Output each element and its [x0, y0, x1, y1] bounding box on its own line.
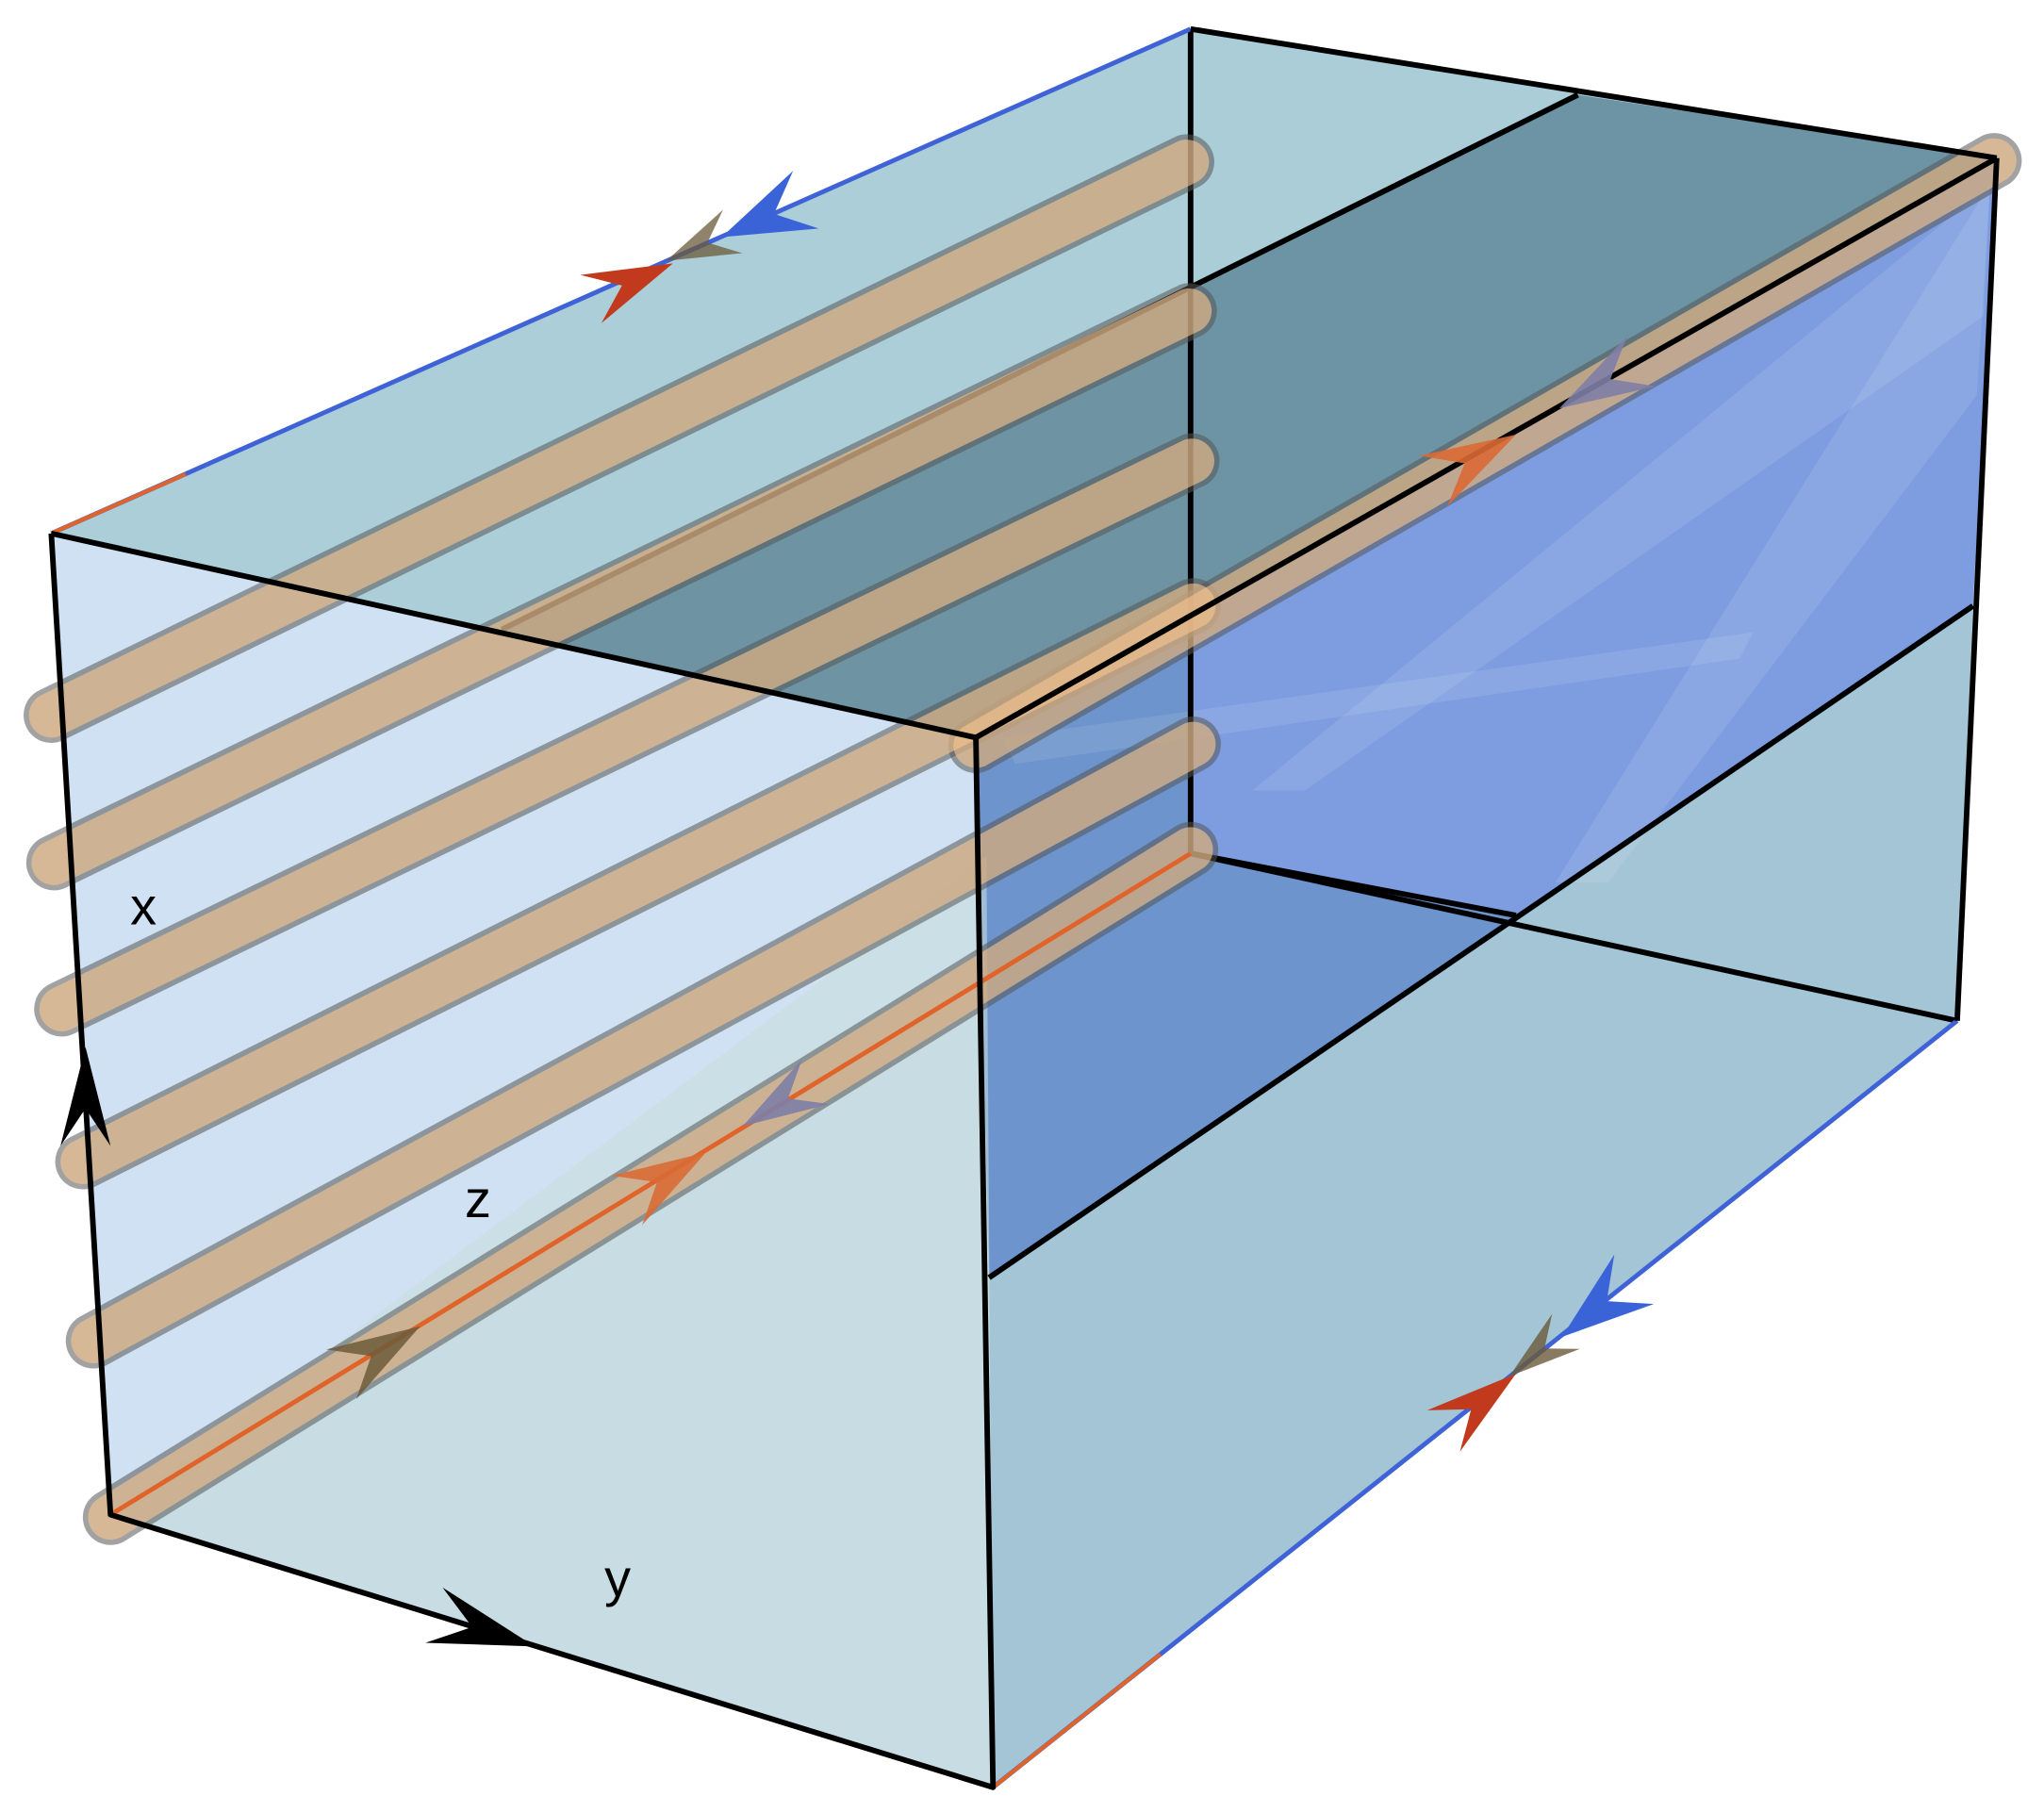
inner-edge-right-mid	[987, 603, 1975, 1280]
arrow-purple-top-right-icon	[1559, 336, 1657, 409]
arrow-brown-inner-icon	[326, 1326, 420, 1399]
tube	[28, 140, 1210, 738]
face-right-lower	[989, 605, 1973, 1788]
axis-label-y: y	[604, 1548, 631, 1607]
y-axis-arrow-icon	[425, 1587, 536, 1647]
edge-front-box	[48, 530, 997, 1790]
inner-edge-dark-bottom	[1190, 850, 1517, 918]
orange-line-inner	[108, 851, 1193, 1517]
red-line-top-left	[50, 472, 187, 536]
inner-dark-band	[502, 94, 1997, 738]
arrow-red-top-left-icon	[580, 263, 673, 323]
axis-label-x: x	[130, 877, 157, 936]
arrow-group	[60, 171, 1657, 1647]
arrow-brown-top-left-icon	[666, 209, 743, 261]
edge-top-back	[1190, 25, 1998, 161]
tube	[60, 583, 1216, 1184]
arrow-orange-inner-icon	[612, 1152, 706, 1226]
arrow-brown-bottom-right-icon	[1508, 1313, 1580, 1376]
arrow-blue-top-left-icon	[721, 171, 819, 238]
tube	[71, 721, 1216, 1363]
axis-label-z: z	[465, 1169, 491, 1228]
light-streak-2	[1555, 184, 1990, 883]
arrow-orange-top-right-icon	[1419, 435, 1516, 507]
arrow-blue-bottom-right-icon	[1561, 1254, 1655, 1338]
arrow-red-bottom-right-icon	[1426, 1374, 1516, 1452]
edge-right-back	[1953, 157, 2000, 1021]
inner-edge-back-bottom	[1190, 850, 1958, 1024]
tube	[39, 438, 1214, 1031]
tube	[31, 288, 1212, 885]
x-axis-arrow-icon	[60, 1046, 111, 1146]
arrow-purple-inner-icon	[742, 1059, 830, 1127]
red-line-bottom-right	[991, 1653, 1162, 1789]
tube-group	[24, 133, 2022, 1545]
